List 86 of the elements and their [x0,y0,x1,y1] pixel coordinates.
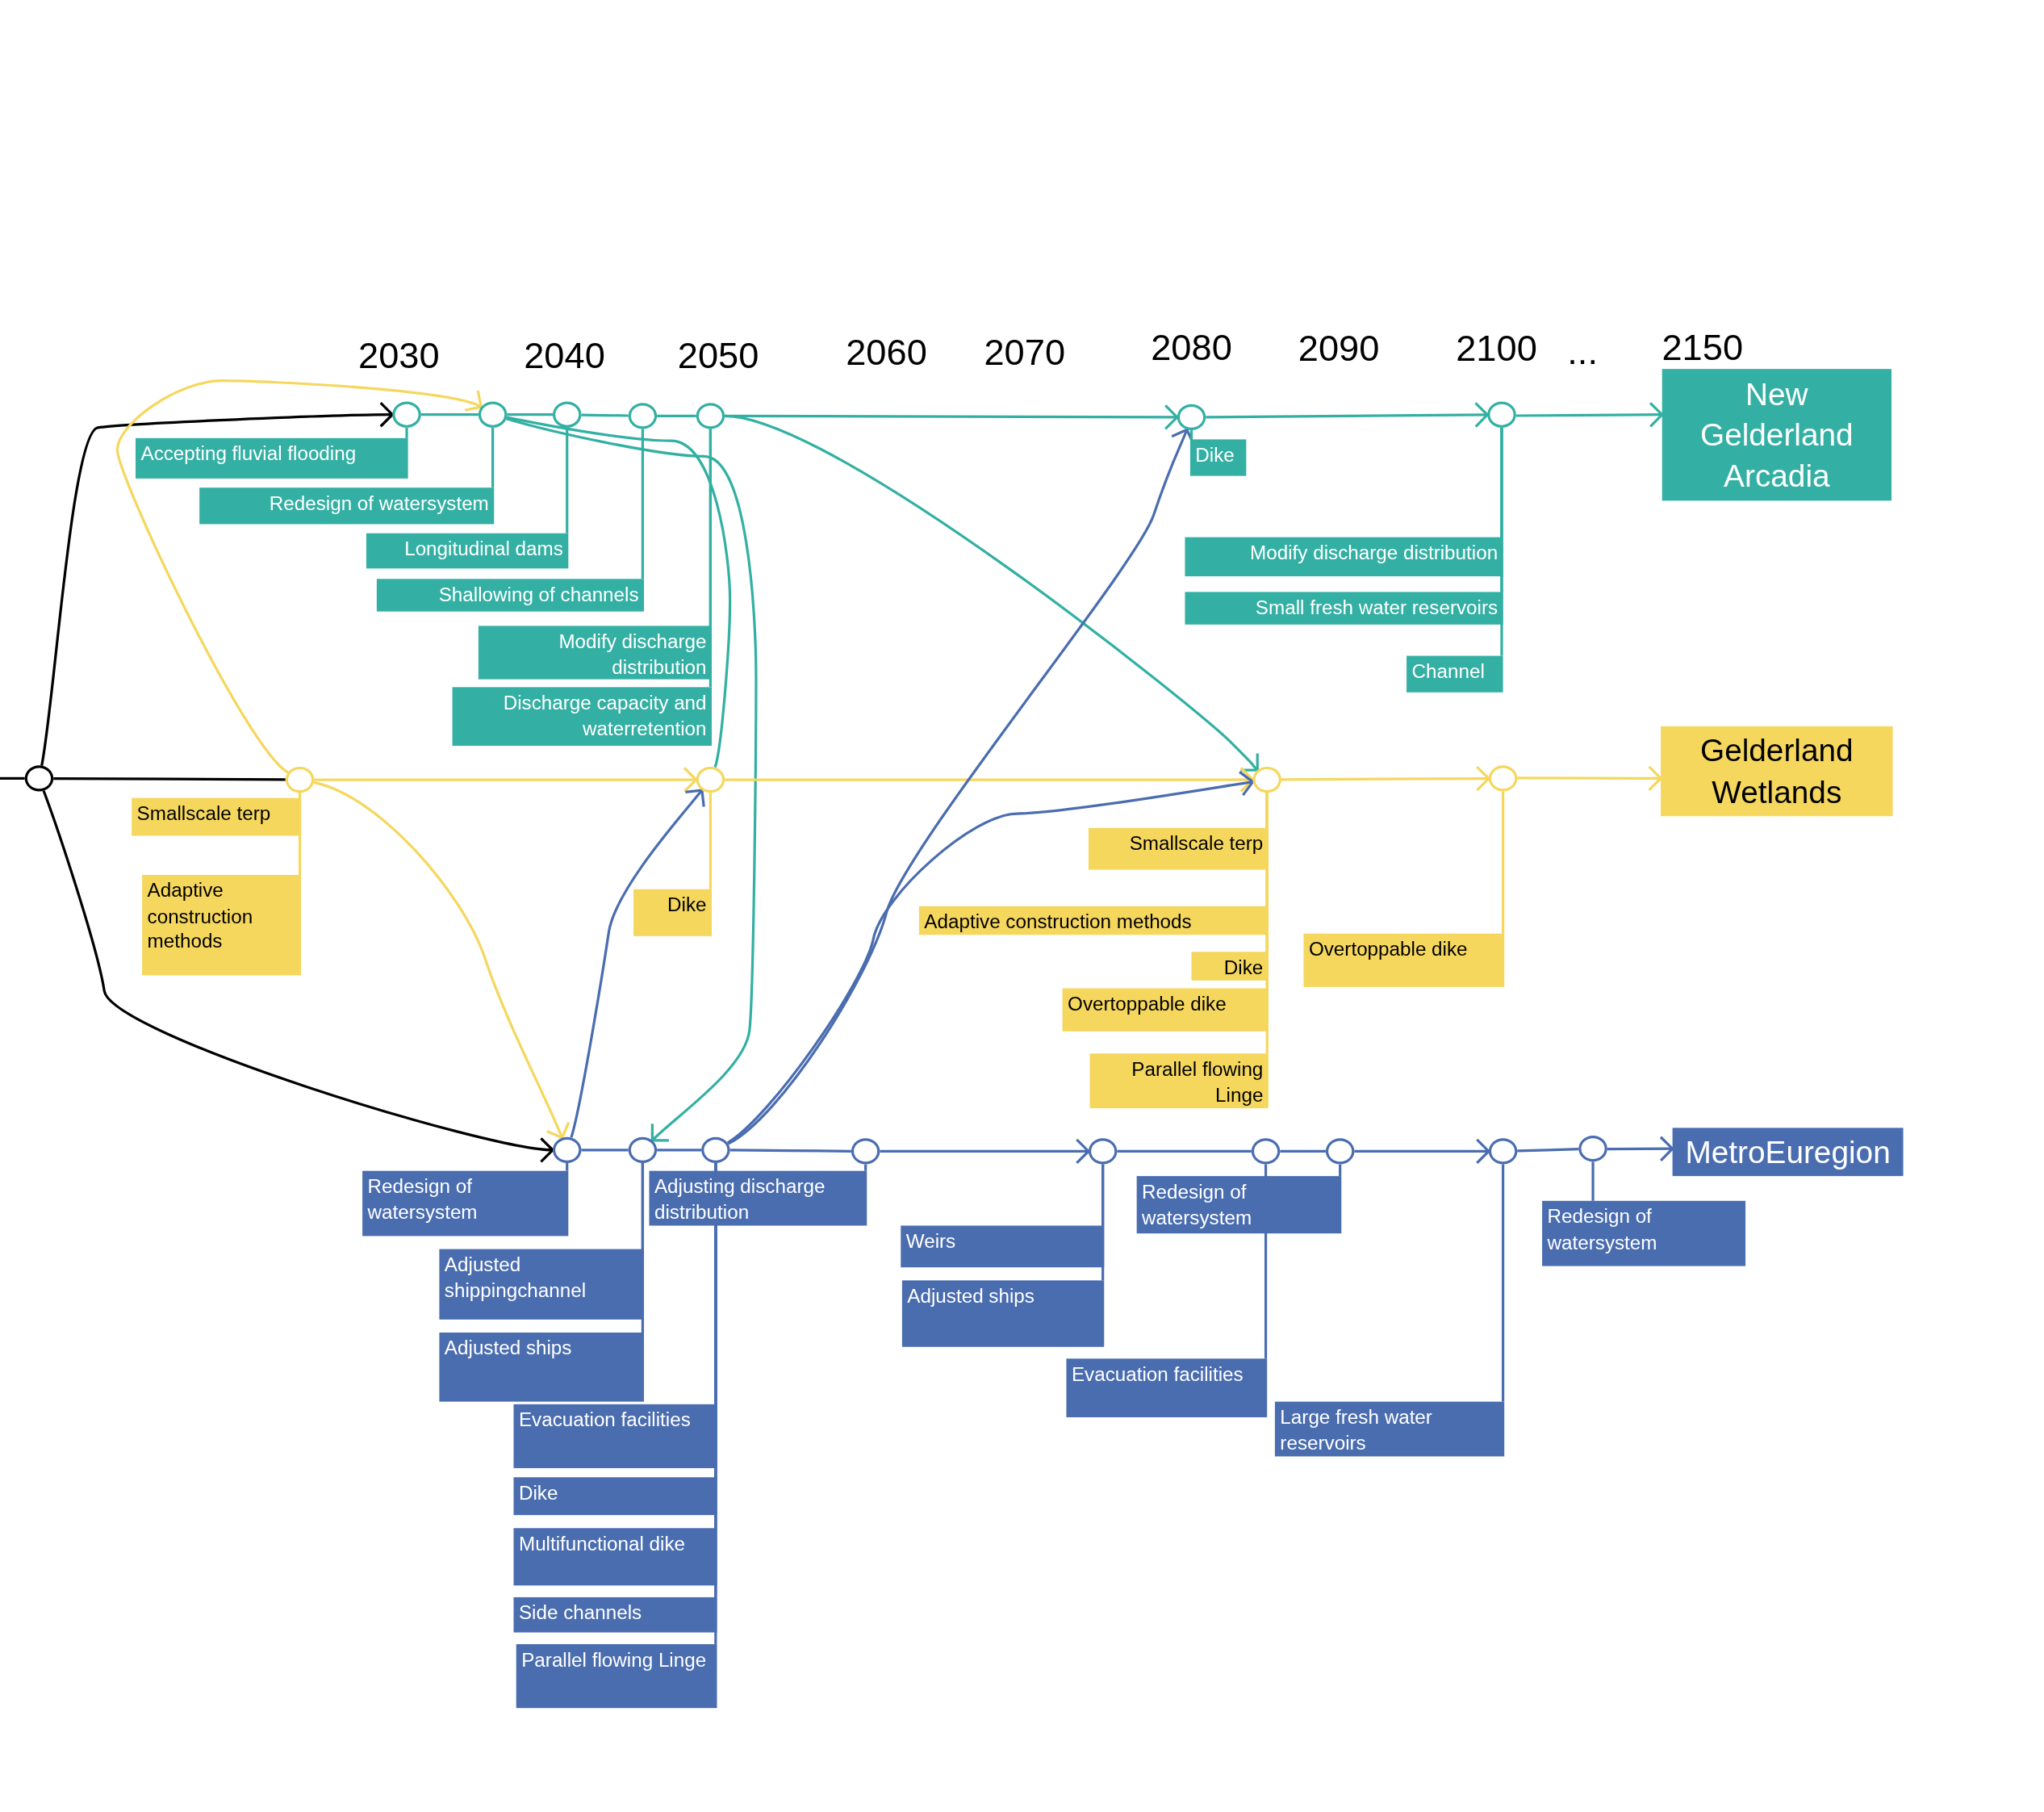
leader-line [566,427,569,534]
measure-label: Shallowing of channels [376,579,644,612]
measure-label: Large fresh water reservoirs [1274,1401,1505,1457]
pathway-arrow [726,770,1255,1145]
scenario-box: New Gelderland Arcadia [1662,369,1891,501]
milestone-circle [552,401,582,428]
year-label: 2040 [524,335,605,377]
pathway-arrow [506,417,758,1143]
year-label: 2150 [1662,327,1744,370]
pathway-arrow [1281,765,1490,792]
leader-line [709,793,713,889]
measure-label: Modify discharge distribution [1185,537,1503,576]
milestone-circle [1252,766,1281,793]
pathway-arrow [725,766,1255,793]
pathway-arrow [570,789,705,1138]
measure-label: Channel [1407,655,1503,693]
milestone-circle [696,766,725,793]
milestone-circle [1325,1138,1355,1165]
leader-line [1502,791,1505,934]
year-label: 2100 [1456,329,1537,370]
milestone-circle [1088,1138,1118,1165]
measure-label: Redesign of watersystem [199,488,495,525]
measure-label: Longitudinal dams [366,533,569,569]
measure-label: Parallel flowing Linge [516,1644,717,1709]
measure-label: Adjusted shippingchannel [439,1249,644,1320]
leader-line [1591,1161,1595,1201]
pathway-arrow [1354,1138,1490,1165]
year-label: 2070 [984,332,1066,375]
measure-label: Small fresh water reservoirs [1185,592,1503,625]
measure-label: Redesign of watersystem [362,1170,569,1237]
pathway-arrow [314,766,698,793]
scenario-box: MetroEuregion [1672,1128,1904,1177]
measure-label: Adaptive construction methods [142,874,302,976]
year-label: 2080 [1151,327,1232,370]
measure-label: Adjusted ships [439,1332,644,1402]
measure-label: Overtoppable dike [1062,988,1269,1032]
measure-label: Accepting fluvial flooding [136,437,408,479]
milestone-circle [851,1138,880,1165]
milestone-circle [628,1136,658,1163]
pathway-arrow [1206,401,1489,429]
measure-label: Adaptive construction methods [918,906,1269,935]
milestone-circle [285,766,315,793]
milestone-circle [1177,404,1206,431]
milestone-circle [1487,401,1516,428]
year-label: ... [1567,331,1598,373]
milestone-circle [1578,1136,1607,1162]
measure-label: Side channels [513,1596,717,1633]
measure-label: Adjusting discharge distribution [649,1170,867,1226]
measure-label: Multifunctional dike [513,1528,717,1586]
milestone-circle [1488,765,1518,792]
measure-label: Evacuation facilities [1066,1358,1268,1417]
measure-label: Weirs [901,1225,1105,1268]
year-label: 2050 [677,335,759,377]
pathway-arrow [880,1138,1090,1165]
scenario-box: Gelderland Wetlands [1661,726,1893,817]
milestone-circle [552,1136,582,1163]
milestone-circle [701,1136,730,1163]
year-label: 2030 [358,335,440,377]
milestone-circle [392,401,421,428]
measure-label: Adjusted ships [901,1280,1105,1347]
measure-label: Redesign of watersystem [1136,1176,1342,1234]
pathway-arrow [40,401,394,766]
milestone-circle [696,403,725,429]
pathway-arrow [313,780,571,1140]
measure-label: Dike [1189,439,1247,476]
measure-label: Smallscale terp [1088,827,1269,870]
pathway-arrow [115,379,483,774]
leader-line [641,429,645,580]
pathway-arrow [42,790,554,1162]
milestone-circle [1488,1138,1518,1165]
measure-label: Dike [1191,952,1269,980]
milestone-circle [628,403,658,429]
milestone-circle [24,765,54,792]
pathway-arrow [1517,765,1662,792]
year-label: 2060 [846,332,927,375]
measure-label: Discharge capacity and waterretention [452,687,713,747]
measure-label: Overtoppable dike [1303,933,1505,987]
pathway-arrow [724,414,1259,772]
year-label: 2090 [1298,329,1380,370]
measure-label: Redesign of watersystem [1542,1200,1746,1266]
leader-line [1502,1164,1505,1402]
milestone-circle [1251,1138,1281,1165]
leader-line [405,427,408,438]
measure-label: Dike [633,889,713,936]
measure-label: Parallel flowing Linge [1089,1053,1269,1109]
milestone-circle [478,401,508,428]
